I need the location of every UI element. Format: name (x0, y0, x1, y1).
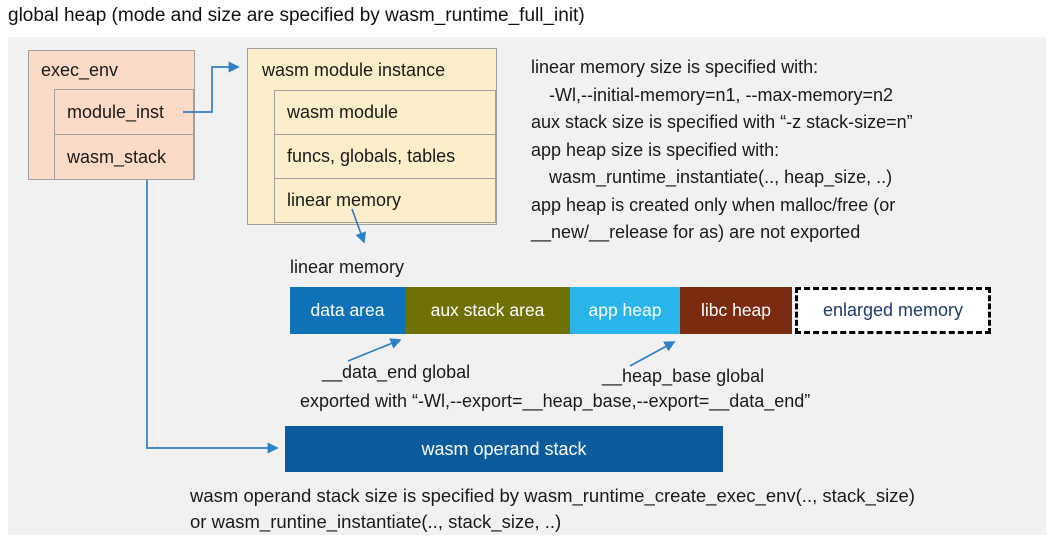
linear-memory-bar: data area aux stack area app heap libc h… (290, 287, 991, 334)
note-line: app heap size is specified with: (531, 139, 780, 160)
note-line: app heap is created only when malloc/fre… (531, 194, 896, 215)
operand-stack-note-line1: wasm operand stack size is specified by … (190, 485, 915, 506)
memory-size-notes: linear memory size is specified with: -W… (531, 54, 1036, 247)
exec-env-row-module-inst: module_inst (54, 89, 194, 135)
linear-memory-label: linear memory (290, 257, 405, 277)
operand-stack-note-line2: or wasm_runtine_instantiate(.., stack_si… (190, 510, 562, 532)
exec-env-row-wasm-stack: wasm_stack (54, 134, 194, 180)
module-instance-row-linear-memory: linear memory (274, 178, 496, 223)
diagram-title: global heap (mode and size are specified… (8, 5, 585, 26)
module-instance-header: wasm module instance (262, 59, 446, 80)
module-instance-row-funcs-globals-tables: funcs, globals, tables (274, 134, 496, 179)
data-end-global-label: __data_end global (322, 362, 471, 382)
segment-app-heap: app heap (570, 287, 680, 334)
note-line: __new/__release for as) are not exported (531, 222, 861, 242)
export-note: exported with “-Wl,--export=__heap_base,… (300, 391, 811, 411)
module-instance-box: wasm module instance wasm module funcs, … (247, 48, 497, 225)
operand-stack-note: wasm operand stack size is specified by … (190, 483, 915, 534)
segment-libc-heap: libc heap (680, 287, 792, 334)
segment-aux-stack-area: aux stack area (405, 287, 570, 334)
module-instance-row-wasm-module: wasm module (274, 90, 496, 135)
note-line: linear memory size is specified with: (531, 57, 819, 77)
note-line: wasm_runtime_instantiate(.., heap_size, … (549, 167, 893, 187)
segment-data-area: data area (290, 287, 405, 334)
note-line: aux stack size is specified with “-z sta… (531, 112, 913, 132)
note-line: -Wl,--initial-memory=n1, --max-memory=n2 (549, 84, 894, 105)
heap-base-global-label: __heap_base global (602, 366, 765, 386)
exec-env-header: exec_env (41, 60, 119, 80)
wasm-operand-stack-box: wasm operand stack (285, 426, 723, 472)
segment-enlarged-memory: enlarged memory (795, 287, 991, 334)
exec-env-box: exec_env module_inst wasm_stack (28, 50, 195, 180)
